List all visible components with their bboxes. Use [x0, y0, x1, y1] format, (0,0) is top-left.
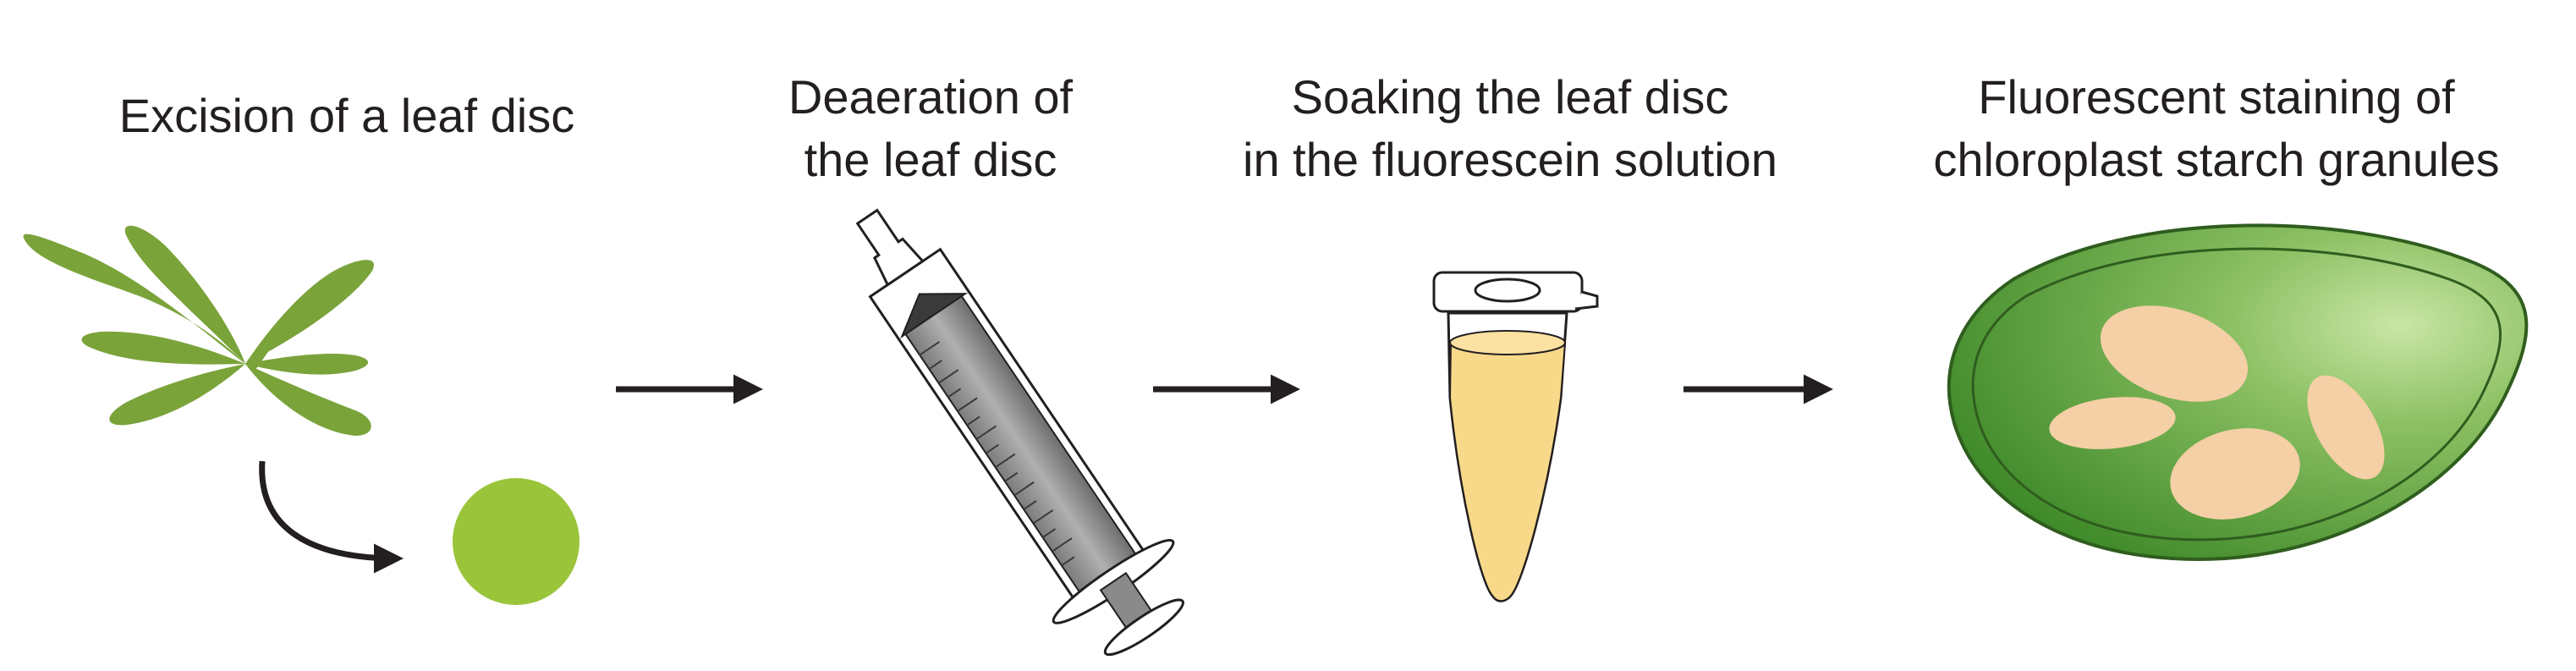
step-4-title-line-2: chloroplast starch granules [1933, 133, 2500, 186]
starch-granules [2049, 305, 2385, 520]
step-2-title-line-2: the leaf disc [804, 133, 1057, 186]
step-2-title-line-1: Deaeration of [788, 70, 1074, 124]
step-1-title-line-1: Excision of a leaf disc [118, 89, 575, 142]
leaf-disc-icon [453, 478, 579, 605]
plant-rosette-icon [23, 225, 374, 436]
step-2-title: Deaeration of the leaf disc [702, 66, 1159, 191]
step-4-title-line-1: Fluorescent staining of [1978, 70, 2455, 124]
excision-arrow [259, 460, 404, 574]
step-1-title: Excision of a leaf disc [42, 85, 651, 147]
step-3-title-line-2: in the fluorescein solution [1243, 133, 1777, 186]
chloroplast-icon [1947, 223, 2529, 561]
syringe-icon [855, 208, 1184, 657]
microtube-icon [1432, 271, 1599, 602]
step-4-title: Fluorescent staining of chloroplast star… [1874, 66, 2559, 191]
step-3-title-line-1: Soaking the leaf disc [1291, 70, 1729, 124]
step-3-title: Soaking the leaf disc in the fluorescein… [1180, 66, 1840, 191]
